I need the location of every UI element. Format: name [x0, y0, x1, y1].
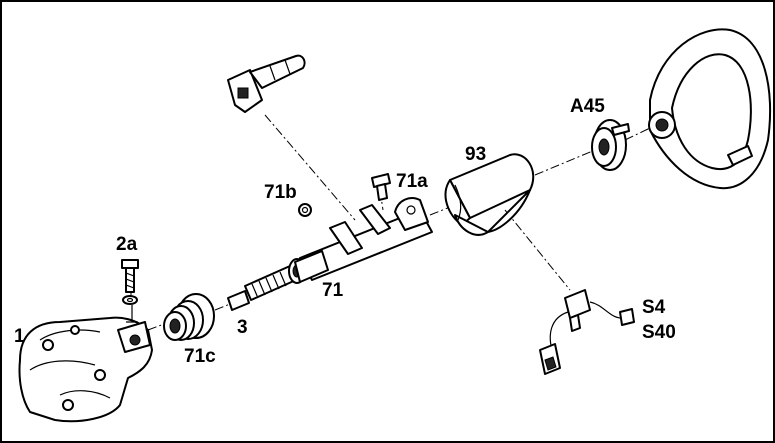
label-a45: A45 — [570, 96, 605, 117]
clock-spring-a45 — [591, 119, 630, 171]
label-1: 1 — [14, 326, 25, 347]
steering-wheel — [648, 28, 772, 190]
label-2a: 2a — [116, 234, 138, 255]
switch-connector-s4 — [539, 289, 635, 375]
label-s4: S4 — [642, 297, 666, 318]
steering-column-71 — [294, 173, 433, 283]
screw-2a — [121, 259, 139, 305]
steering-gearbox — [18, 305, 153, 423]
label-s40: S40 — [642, 322, 676, 343]
nut-71b — [298, 203, 312, 217]
washer — [122, 295, 138, 305]
column-cover-93 — [444, 153, 535, 236]
leader-tube-connector — [504, 209, 571, 291]
combination-switch — [227, 54, 306, 113]
label-71: 71 — [322, 280, 344, 301]
centerline-a45-wheel — [624, 127, 651, 141]
centerline-tube-a45 — [534, 149, 596, 176]
label-93: 93 — [465, 144, 486, 165]
label-71a: 71a — [396, 171, 428, 192]
labels: 1 2a 3 71c 71 71b 71a 93 A45 S4 S40 — [14, 96, 676, 367]
bolt-71a — [371, 173, 391, 201]
bellows-71c — [163, 293, 215, 341]
label-3: 3 — [237, 317, 248, 338]
label-71c: 71c — [184, 346, 216, 367]
intermediate-shaft-3 — [227, 258, 306, 311]
leader-switch-column — [264, 114, 356, 221]
label-71b: 71b — [264, 182, 297, 203]
